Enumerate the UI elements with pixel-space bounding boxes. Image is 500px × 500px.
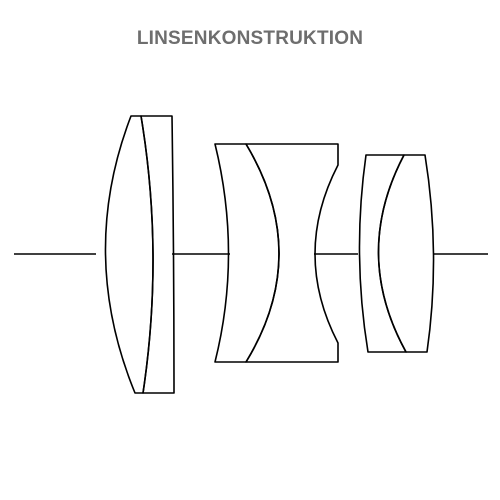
lens-element-1 — [104, 115, 154, 394]
lens-element-6 — [377, 154, 435, 353]
lens-element-4 — [245, 143, 339, 363]
page-title: LINSENKONSTRUKTION — [136, 28, 364, 49]
lens-element-5 — [358, 154, 407, 353]
lens-element-2 — [140, 115, 175, 394]
lens-element-3 — [214, 143, 280, 363]
